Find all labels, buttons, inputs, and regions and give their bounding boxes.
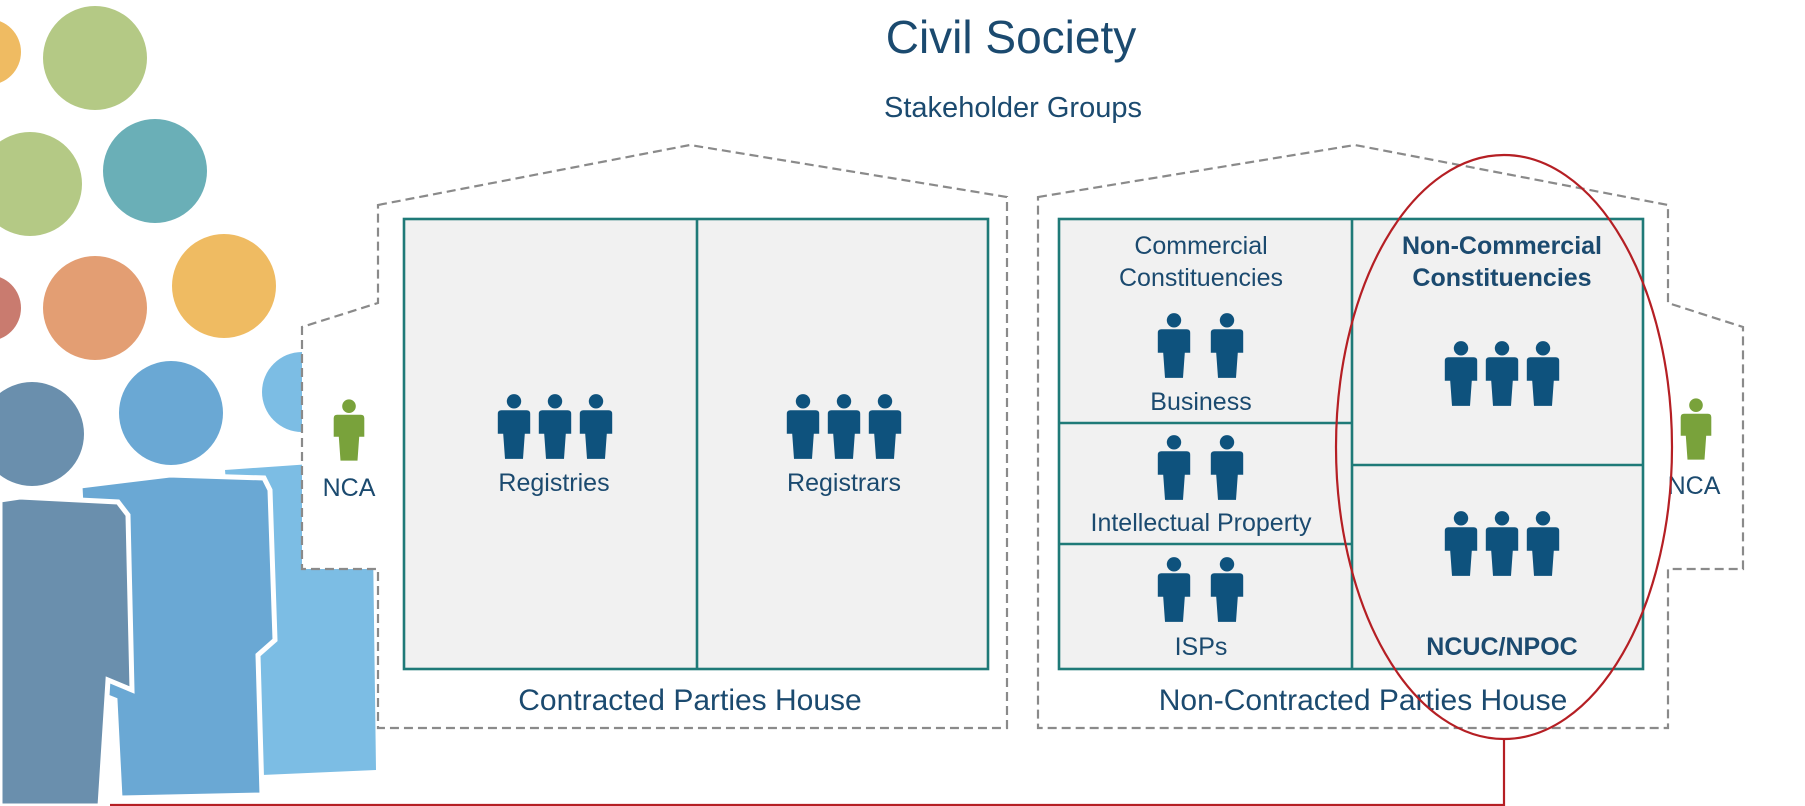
- business-label: Business: [1150, 388, 1251, 416]
- decorative-circle: [0, 382, 84, 486]
- decorative-circle: [119, 361, 223, 465]
- intellectual-property-label: Intellectual Property: [1091, 509, 1312, 537]
- decorative-circle: [0, 132, 82, 236]
- decorative-circle: [103, 119, 207, 223]
- non-commercial-heading-line1: Non-Commercial: [1402, 232, 1602, 260]
- ncuc-npoc-icon-group: [1444, 511, 1560, 576]
- decorative-circle: [172, 234, 276, 338]
- commercial-heading-line2: Constituencies: [1119, 264, 1283, 292]
- decorative-circle: [43, 256, 147, 360]
- non-commercial-heading-line2: Constituencies: [1412, 264, 1591, 292]
- ncuc-npoc-label: NCUC/NPOC: [1426, 633, 1577, 661]
- decorative-circle: [0, 277, 21, 339]
- page-title: Civil Society: [886, 11, 1137, 63]
- non-contracted-house-label: Non-Contracted Parties House: [1159, 684, 1568, 717]
- decorative-circle: [43, 6, 147, 110]
- nca-left-label: NCA: [323, 474, 376, 502]
- decorative-circles: [0, 6, 342, 486]
- decorative-circle: [0, 21, 21, 83]
- registries-icon-group: [497, 394, 613, 459]
- contracted-house-label: Contracted Parties House: [518, 684, 862, 717]
- registries-label: Registries: [498, 469, 609, 497]
- nca-right-label: NCA: [1668, 472, 1721, 500]
- page-subtitle: Stakeholder Groups: [884, 92, 1142, 124]
- non-commercial-icon-group: [1444, 341, 1560, 406]
- registrars-icon-group: [786, 394, 902, 459]
- isps-label: ISPs: [1175, 633, 1228, 661]
- commercial-heading-line1: Commercial: [1134, 232, 1267, 260]
- registrars-label: Registrars: [787, 469, 901, 497]
